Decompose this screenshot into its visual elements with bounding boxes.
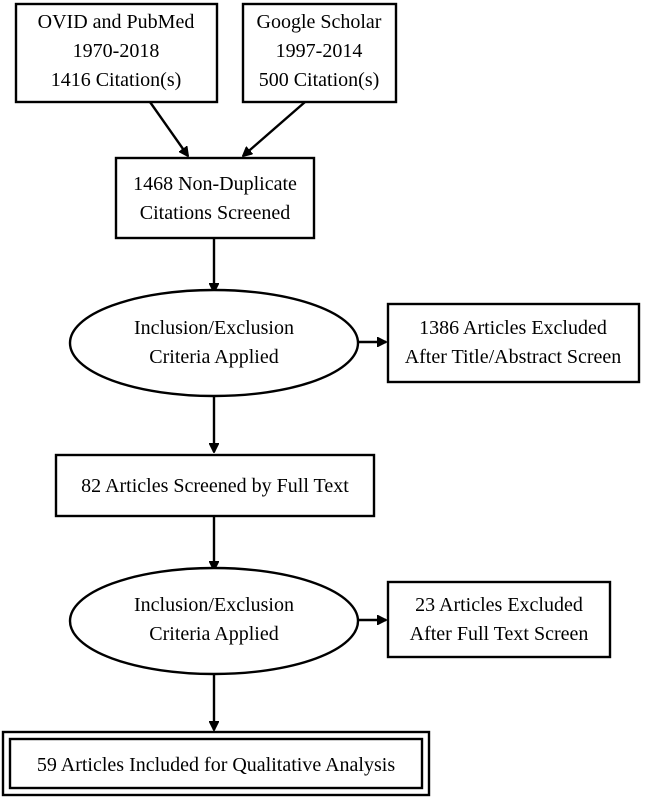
node-full-text: 82 Articles Screened by Full Text <box>54 453 376 518</box>
node-ovid-pubmed: OVID and PubMed 1970-2018 1416 Citation(… <box>14 2 219 104</box>
node-ovid-line-1: OVID and PubMed <box>38 11 195 33</box>
node-excluded2-line-1: 23 Articles Excluded <box>415 594 583 616</box>
edge-google-to-nondup <box>243 101 306 156</box>
node-nondup-line-1: 1468 Non-Duplicate <box>133 173 297 195</box>
node-nondup-line-2: Citations Screened <box>140 202 291 224</box>
node-included: 59 Articles Included for Qualitative Ana… <box>1 730 431 797</box>
node-criteria-1: Inclusion/Exclusion Criteria Applied <box>68 288 360 398</box>
node-fulltext-line-1: 82 Articles Screened by Full Text <box>81 475 349 497</box>
node-criteria2-line-2: Criteria Applied <box>149 623 278 645</box>
node-google-line-1: Google Scholar <box>257 11 382 33</box>
node-non-duplicate: 1468 Non-Duplicate Citations Screened <box>114 156 316 240</box>
node-excluded-1: 1386 Articles Excluded After Title/Abstr… <box>386 302 641 384</box>
node-google-line-2: 1997-2014 <box>276 40 363 62</box>
node-excluded1-line-2: After Title/Abstract Screen <box>405 346 622 368</box>
node-criteria1-line-2: Criteria Applied <box>149 346 278 368</box>
node-criteria1-line-1: Inclusion/Exclusion <box>134 317 294 339</box>
edge-ovid-to-nondup <box>149 101 188 156</box>
node-included-line-1: 59 Articles Included for Qualitative Ana… <box>37 754 395 776</box>
node-ovid-line-3: 1416 Citation(s) <box>51 69 182 91</box>
node-ovid-line-2: 1970-2018 <box>73 40 160 62</box>
node-excluded2-line-2: After Full Text Screen <box>410 623 589 645</box>
node-criteria2-line-1: Inclusion/Exclusion <box>134 594 294 616</box>
node-excluded-2: 23 Articles Excluded After Full Text Scr… <box>386 580 612 659</box>
node-criteria-2: Inclusion/Exclusion Criteria Applied <box>68 566 360 676</box>
node-excluded1-line-1: 1386 Articles Excluded <box>419 317 607 339</box>
node-google-line-3: 500 Citation(s) <box>259 69 380 91</box>
node-google-scholar: Google Scholar 1997-2014 500 Citation(s) <box>241 2 398 104</box>
